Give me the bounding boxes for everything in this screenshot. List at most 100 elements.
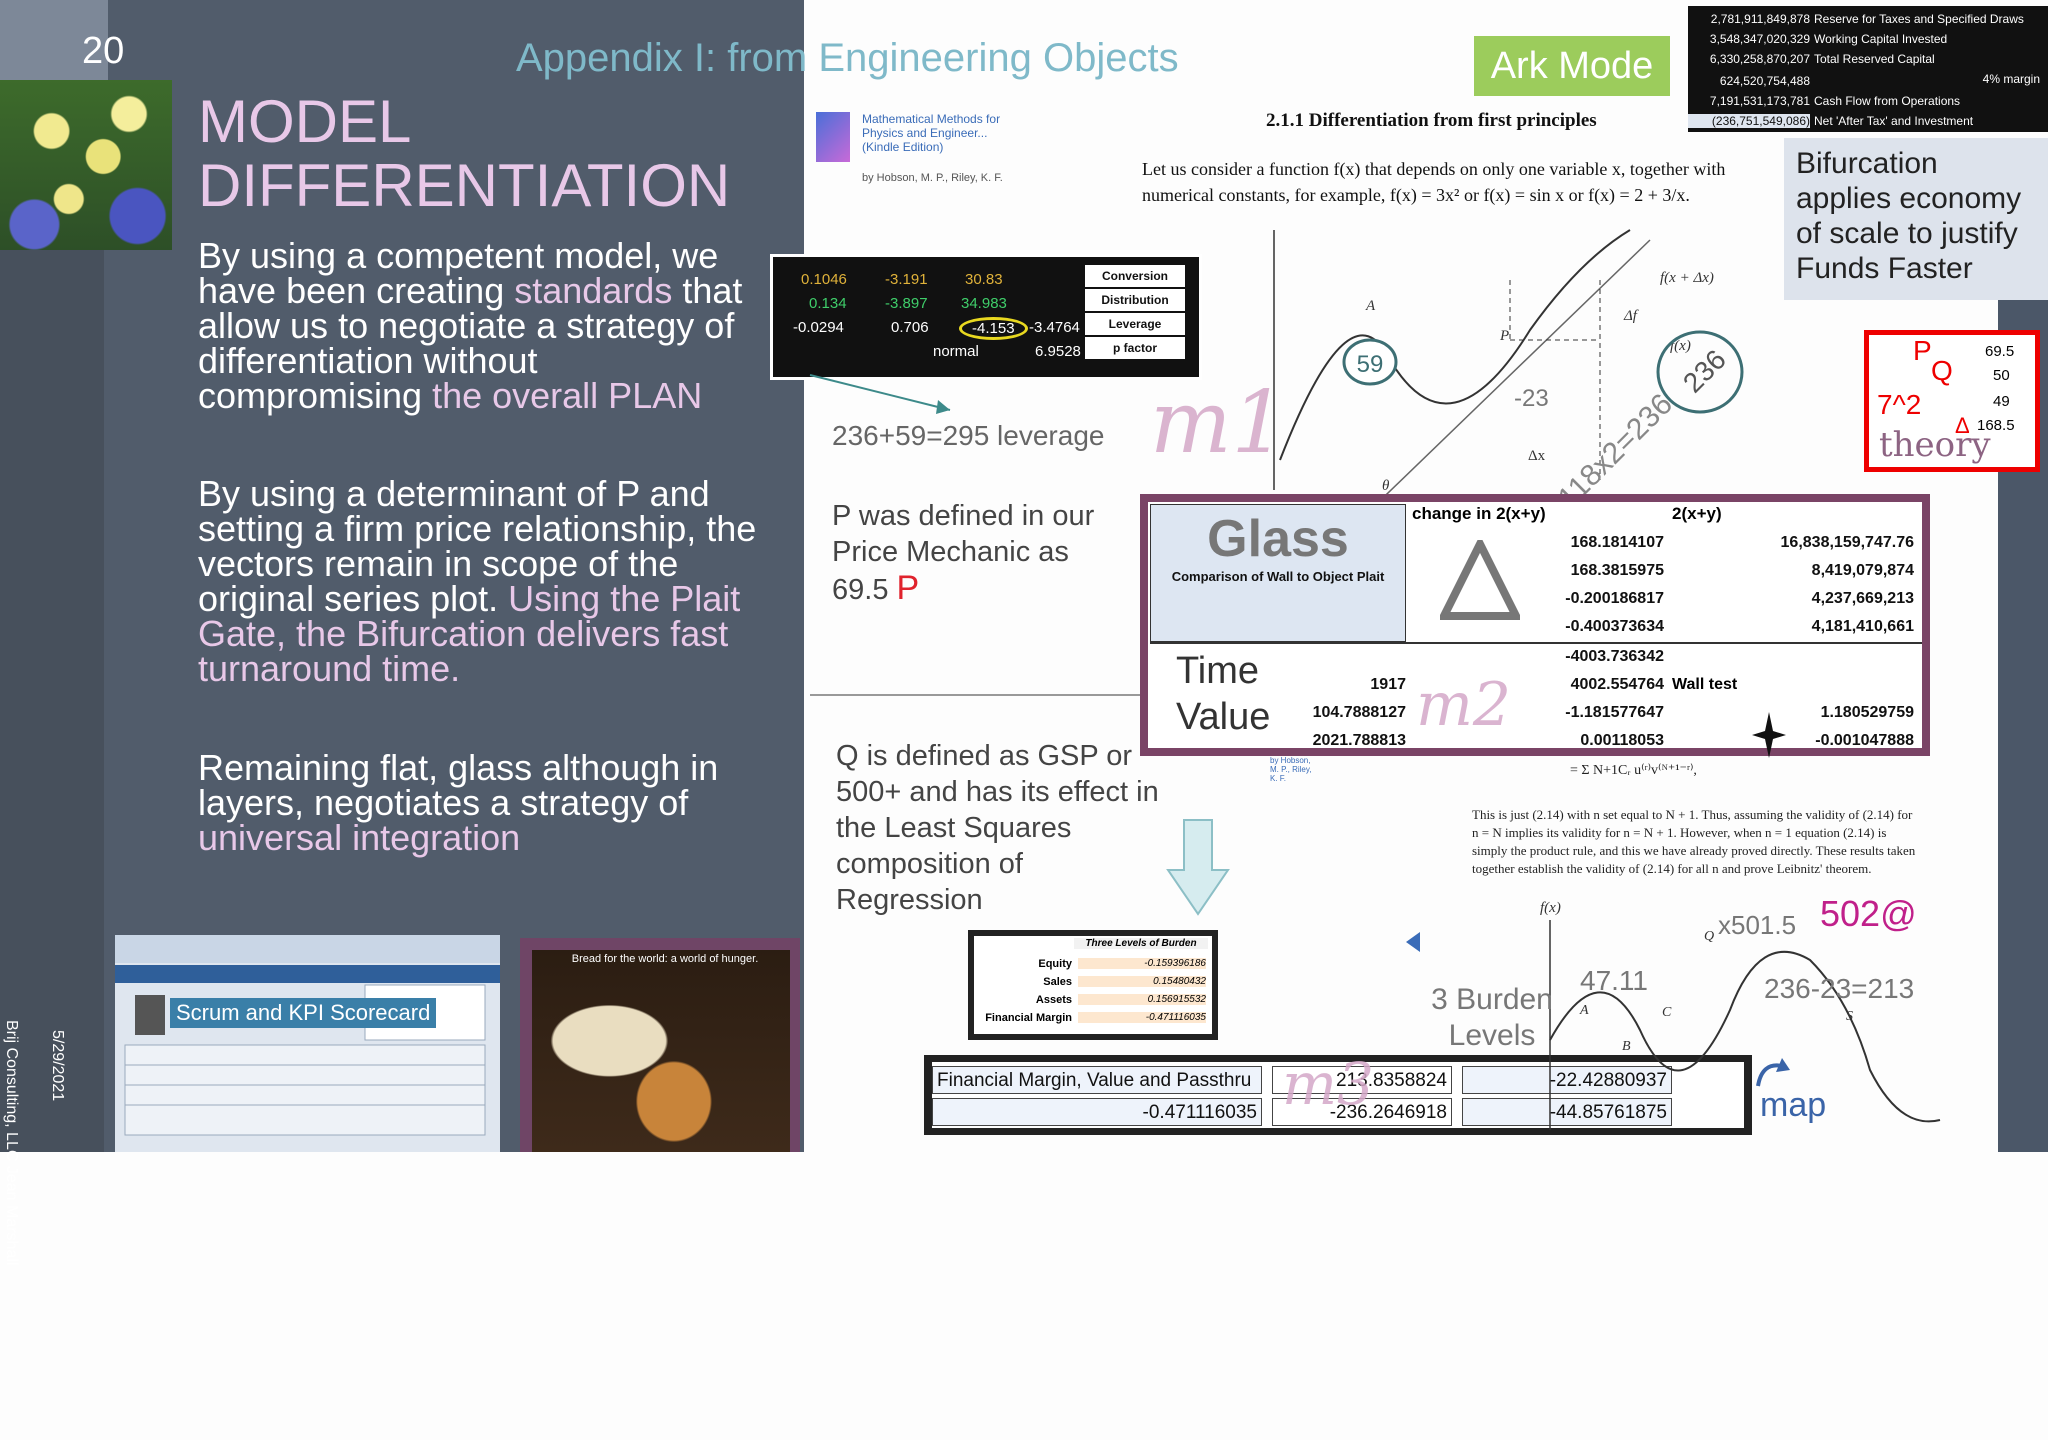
burden-table: Three Levels of Burden Equity -0.1593961… — [974, 936, 1212, 1034]
glass-lower-cell: -4003.736342 — [1565, 648, 1664, 665]
book-author-small: by Hobson, M. P., Riley, K. F. — [1270, 756, 1312, 783]
scorecard-thumbnail[interactable] — [115, 935, 500, 1152]
para1-text-a: By using a competent model, we have been… — [198, 235, 719, 311]
vertical-date: 5/29/2021 — [49, 1030, 66, 1102]
para1-accent-a: standards — [514, 270, 673, 311]
financial-label: Financial Margin, Value and Passthru — [932, 1066, 1262, 1094]
glass-lower-cell: 0.00118053 — [1580, 732, 1664, 749]
dist-cell: -3.191 — [885, 271, 928, 288]
paragraph-model: By using a competent model, we have been… — [198, 235, 758, 416]
label-delta-f: Δf — [1623, 308, 1639, 324]
para1-accent-b: the overall PLAN — [432, 375, 703, 416]
differentiation-graph: f(x + Δx) Δf Δx θ A P f(x) 59 236 -23 11… — [1273, 229, 1744, 510]
glass-lower-cell: 4002.554764 — [1570, 676, 1664, 693]
dist-cell: 6.9528 — [1035, 343, 1081, 360]
theory-value-1: 69.5 — [1985, 343, 2015, 360]
burden-value: 0.15480432 — [1078, 976, 1206, 987]
glass-lower-cell: -0.001047888 — [1815, 732, 1914, 749]
graph2-x501: x501.5 — [1718, 910, 1796, 940]
glass-lower-cell: 1917 — [1370, 676, 1406, 693]
value-59: 59 — [1357, 351, 1384, 378]
dist-cell: 0.134 — [809, 295, 847, 312]
circle-59 — [1342, 338, 1398, 386]
burden-label: Equity — [1038, 958, 1072, 970]
leibniz-formula: = Σ N+1Cᵣ u⁽ʳ⁾v⁽ᴺ⁺¹⁻ʳ⁾, — [1570, 763, 1697, 778]
graph2-equation: 236-23=213 — [1764, 973, 1914, 1004]
para3-text: Remaining flat, glass although in layers… — [198, 747, 719, 823]
graph-curve — [1279, 229, 1631, 461]
theory-value-3: 49 — [1993, 393, 2010, 410]
left-arrow-icon[interactable] — [1404, 930, 1424, 954]
graph2-b: B — [1622, 1039, 1631, 1054]
burden-title: Three Levels of Burden — [1074, 938, 1208, 949]
label-theta: θ — [1382, 478, 1390, 494]
glass-delta-cell: 168.1814107 — [1570, 534, 1664, 551]
paragraph-glass: Remaining flat, glass although in layers… — [198, 747, 788, 856]
dist-label: Leverage — [1085, 313, 1185, 335]
label-p: P — [1499, 328, 1509, 344]
divider — [810, 694, 1140, 696]
theory-q: Q — [1931, 355, 1953, 386]
financial-cell: -236.2646918 — [1272, 1098, 1452, 1126]
theory-box: P Q 7^2 Δ 69.5 50 49 168.5 theory — [1864, 330, 2040, 472]
title-line-2: DIFFERENTIATION — [198, 152, 731, 219]
dist-cell: -3.897 — [885, 295, 928, 312]
scorecard-graphic — [115, 935, 500, 1136]
book-cover-icon[interactable] — [816, 112, 850, 162]
dist-cell: 0.706 — [891, 319, 929, 336]
dist-cell: 30.83 — [965, 271, 1003, 288]
glass-col2-header: 2(x+y) — [1672, 504, 1722, 523]
theory-delta: Δ — [1955, 413, 1970, 438]
theory-word: theory — [1879, 425, 1991, 465]
reserve-value: 2,781,911,849,878 — [1710, 12, 1810, 26]
glass-col1-header: change in 2(x+y) — [1412, 504, 1546, 523]
map-label: map — [1760, 1086, 1827, 1124]
wall-test-label: Wall test — [1672, 676, 1738, 693]
p-definition-text: P was defined in our Price Mechanic as 6… — [832, 500, 1095, 606]
label-fx-dx: f(x + Δx) — [1660, 270, 1714, 286]
glass-value-cell: 16,838,159,747.76 — [1780, 534, 1914, 551]
slide-number-band — [0, 0, 108, 80]
flower-photo — [0, 80, 172, 250]
equation-118x2: 118x2=236 — [1552, 388, 1679, 510]
financial-cell: 213.8358824 — [1272, 1066, 1452, 1094]
section-heading: 2.1.1 Differentiation from first princip… — [1266, 110, 1597, 131]
reserve-value: 7,191,531,173,781 — [1709, 94, 1810, 108]
graph2-a: A — [1579, 1003, 1589, 1018]
appendix-title: Appendix I: from Engineering Objects — [516, 36, 1179, 80]
glass-divider — [1150, 642, 1922, 644]
section-body: Let us consider a function f(x) that dep… — [1142, 159, 1726, 205]
glass-lower-cell: -1.181577647 — [1565, 704, 1664, 721]
graph2-fx: f(x) — [1540, 900, 1561, 916]
para1-text-b: that allow us to negotiate a strategy of… — [198, 270, 743, 416]
theory-p: P — [1913, 335, 1932, 366]
bifurcation-note: Bifurcation applies economy of scale to … — [1784, 138, 2048, 300]
burden-label: Assets — [1035, 994, 1072, 1006]
burden-label: Sales — [1043, 976, 1072, 988]
vertical-credit: Brij Consulting, LLC Jean Marshall — [3, 1020, 20, 1266]
dist-label: p factor — [1085, 337, 1185, 359]
p-mark: P — [896, 569, 920, 607]
handwritten-m2: m2 — [1416, 670, 1512, 740]
circle-236 — [1656, 330, 1744, 414]
glass-delta-cell: 168.3815975 — [1570, 562, 1664, 579]
theory-value-2: 50 — [1993, 367, 2010, 384]
theory-seven-squared: 7^2 — [1877, 389, 1922, 420]
glass-subtitle: Comparison of Wall to Object Plait — [1171, 569, 1385, 584]
paragraph-determinant: By using a determinant of P and setting … — [198, 476, 788, 687]
book-title-link[interactable]: Mathematical Methods for Physics and Eng… — [862, 112, 1001, 154]
dist-cell: 0.1046 — [801, 271, 847, 288]
leibniz-paragraph: This is just (2.14) with n set equal to … — [1472, 807, 1916, 876]
reserve-row: 624,520,754,488 — [1688, 74, 2048, 94]
financial-cell: -44.85761875 — [1462, 1098, 1672, 1126]
glass-delta-cell: -0.400373634 — [1565, 618, 1664, 635]
dist-cell-highlight: -4.153 — [959, 317, 1028, 340]
graph2-c: C — [1662, 1005, 1672, 1020]
slide-number: 20 — [82, 30, 125, 72]
bread-caption: Bread for the world: a world of hunger. — [571, 953, 759, 965]
curved-arrow-icon — [1756, 1058, 1790, 1087]
dist-label: Distribution — [1085, 289, 1185, 311]
